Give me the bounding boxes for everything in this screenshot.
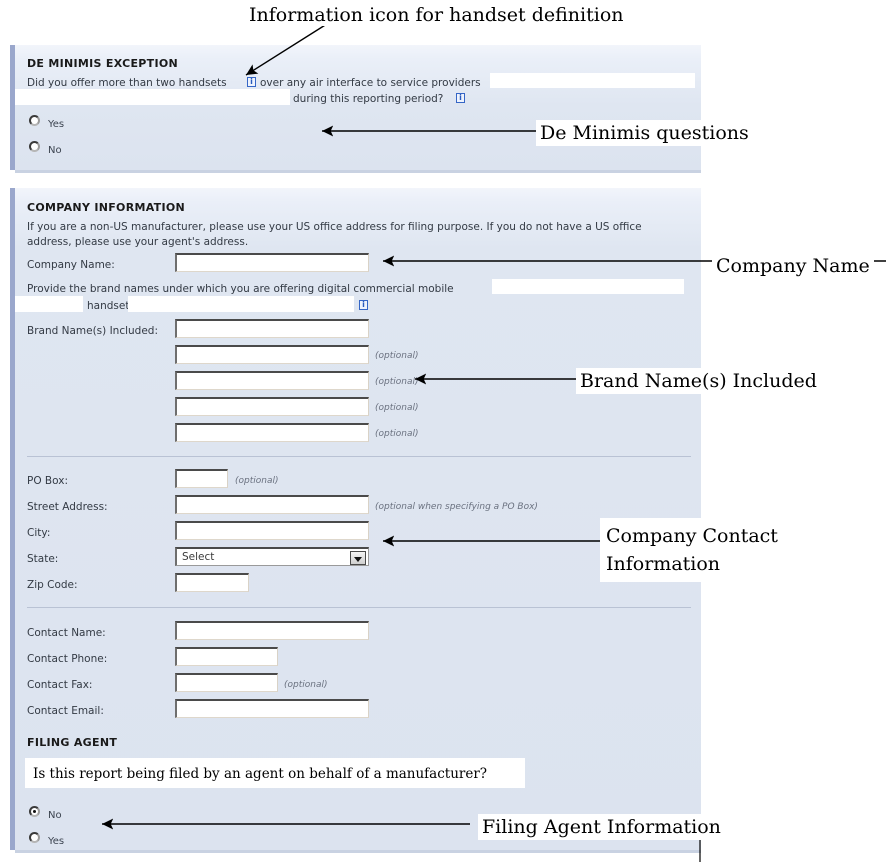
de-minimis-section-title: DE MINIMIS EXCEPTION <box>27 57 179 70</box>
contact-email-label: Contact Email: <box>27 705 104 717</box>
company-information-panel: COMPANY INFORMATION If you are a non-US … <box>10 188 701 853</box>
street-address-hint: (optional when specifying a PO Box) <box>375 502 538 512</box>
de-minimis-question-line2: during this reporting period? <box>293 93 444 105</box>
brand-name-input-4[interactable] <box>175 397 369 416</box>
po-box-hint: (optional) <box>235 476 279 486</box>
po-box-input[interactable] <box>175 469 228 488</box>
state-label: State: <box>27 553 59 565</box>
brand-names-label: Brand Name(s) Included: <box>27 325 159 337</box>
city-input[interactable] <box>175 521 369 540</box>
brand-name-hint-3: (optional) <box>375 377 419 387</box>
contact-fax-hint: (optional) <box>284 680 328 690</box>
annotation-company-name: Company Name <box>712 253 874 279</box>
de-minimis-question-line1-part2: over any air interface to service provid… <box>260 77 481 89</box>
contact-email-input[interactable] <box>175 699 369 718</box>
annotation-de-minimis-rest: questions <box>650 122 749 144</box>
annotation-company-contact: Company Contact Information <box>600 518 822 582</box>
redaction-mask-brand1 <box>492 279 684 294</box>
filing-agent-radio-yes-label: Yes <box>48 836 65 847</box>
filing-agent-radio-yes[interactable] <box>29 832 40 843</box>
de-minimis-radio-yes[interactable] <box>29 115 40 126</box>
company-intro-line2: address, please use your agent's address… <box>27 236 249 248</box>
state-select-value: Select <box>182 551 215 563</box>
brand-name-hint-2: (optional) <box>375 351 419 361</box>
city-label: City: <box>27 527 51 539</box>
brand-name-input-5[interactable] <box>175 423 369 442</box>
annotation-de-minimis-italic: De Minimis <box>540 122 651 144</box>
reporting-period-info-icon[interactable]: i <box>456 93 465 103</box>
redaction-mask-filing-agent <box>25 758 525 788</box>
filing-agent-section-title: FILING AGENT <box>27 736 118 749</box>
redaction-mask-brand3 <box>128 296 354 312</box>
annotation-info-icon: Information icon for handset definition <box>249 4 624 26</box>
company-name-label: Company Name: <box>27 259 115 271</box>
contact-phone-input[interactable] <box>175 647 278 666</box>
contact-name-label: Contact Name: <box>27 627 106 639</box>
brand-intro-line2: handsets <box>87 300 135 312</box>
company-name-input[interactable] <box>175 253 369 272</box>
street-address-input[interactable] <box>175 495 369 514</box>
annotation-brand-names: Brand Name(s) Included <box>576 368 821 394</box>
contact-fax-label: Contact Fax: <box>27 679 93 691</box>
brand-name-input-3[interactable] <box>175 371 369 390</box>
brand-intro-line1: Provide the brand names under which you … <box>27 283 454 295</box>
zip-code-label: Zip Code: <box>27 579 78 591</box>
de-minimis-question-line1-part1: Did you offer more than two handsets <box>27 77 227 89</box>
brand-name-hint-4: (optional) <box>375 403 419 413</box>
company-intro-line1: If you are a non-US manufacturer, please… <box>27 221 642 233</box>
brand-name-hint-5: (optional) <box>375 429 419 439</box>
po-box-label: PO Box: <box>27 475 68 487</box>
handset-info-icon[interactable]: i <box>247 77 256 87</box>
filing-agent-radio-no-label: No <box>48 810 62 821</box>
brand-handset-info-icon[interactable]: i <box>359 300 368 310</box>
zip-code-input[interactable] <box>175 573 249 592</box>
redaction-mask-q1 <box>490 73 695 88</box>
contact-fax-input[interactable] <box>175 673 278 692</box>
de-minimis-panel: DE MINIMIS EXCEPTION Did you offer more … <box>10 45 701 173</box>
annotation-filing-agent: Filing Agent Information <box>478 814 725 840</box>
chevron-down-icon[interactable] <box>350 551 366 565</box>
annotation-company-contact-line1: Company Contact <box>606 525 778 547</box>
divider-contact <box>27 607 691 608</box>
redaction-mask-brand2 <box>15 296 83 312</box>
redaction-mask-q2 <box>15 89 290 105</box>
contact-name-input[interactable] <box>175 621 369 640</box>
company-section-title: COMPANY INFORMATION <box>27 201 186 214</box>
filing-agent-radio-no[interactable] <box>29 806 40 817</box>
state-select[interactable]: Select <box>175 547 369 566</box>
de-minimis-radio-no-label: No <box>48 145 62 156</box>
annotation-de-minimis: De Minimis questions <box>536 120 753 146</box>
annotation-company-contact-line2: Information <box>606 553 721 575</box>
contact-phone-label: Contact Phone: <box>27 653 108 665</box>
de-minimis-radio-no[interactable] <box>29 141 40 152</box>
street-address-label: Street Address: <box>27 501 108 513</box>
divider-address <box>27 456 691 457</box>
brand-name-input-1[interactable] <box>175 319 369 338</box>
brand-name-input-2[interactable] <box>175 345 369 364</box>
filing-agent-question: Is this report being filed by an agent o… <box>33 766 488 782</box>
de-minimis-radio-yes-label: Yes <box>48 119 65 130</box>
